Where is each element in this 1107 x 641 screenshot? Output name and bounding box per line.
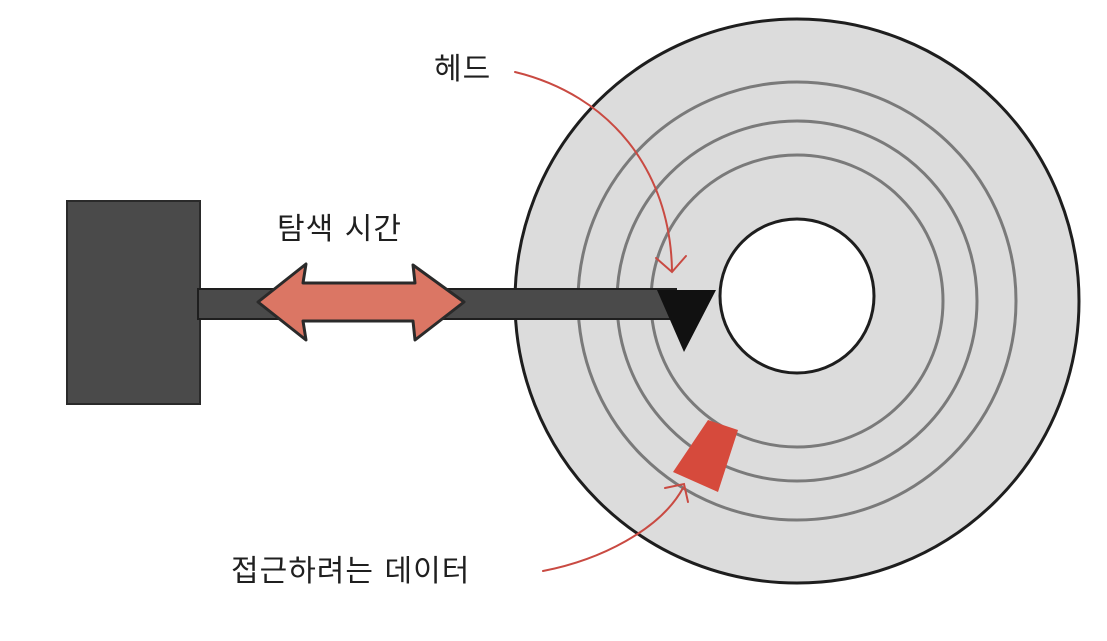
head-pointer-tip <box>655 255 687 274</box>
target-data-label: 접근하려는 데이터 <box>231 554 471 589</box>
data-pointer-line <box>542 487 684 572</box>
actuator-block <box>66 200 201 405</box>
read-write-head <box>657 290 716 352</box>
head-pointer-arrow <box>514 71 687 274</box>
seek-time-label: 탐색 시간 <box>277 212 402 247</box>
seek-time-arrow <box>256 262 466 342</box>
spindle-hole <box>718 217 876 375</box>
target-data-sector <box>673 420 738 492</box>
data-pointer-tip <box>664 482 689 503</box>
head-pointer-line <box>514 71 673 271</box>
data-pointer-arrow <box>542 482 689 572</box>
head-label: 헤드 <box>434 52 492 87</box>
